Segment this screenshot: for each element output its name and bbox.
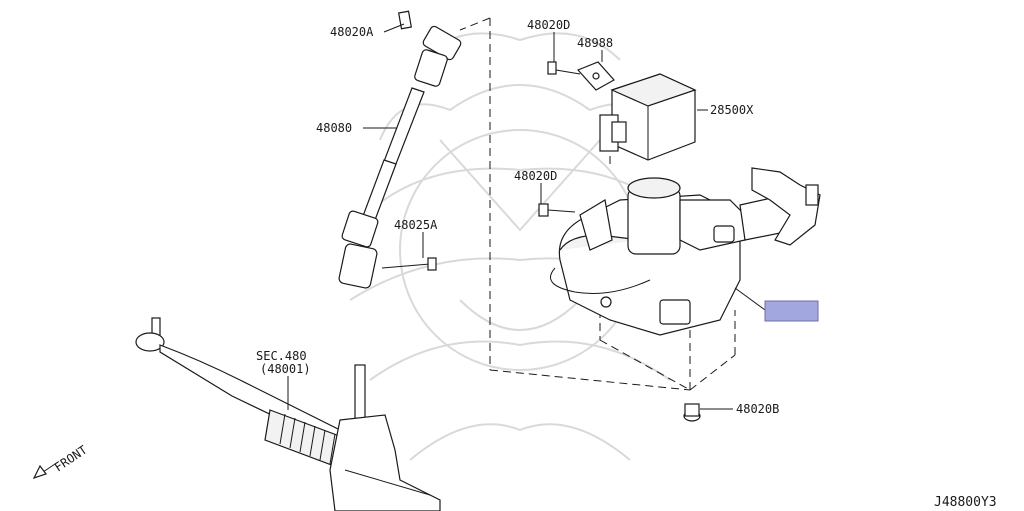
label-section-ref: SEC.480 [256, 349, 307, 363]
label-48025a: 48025A [394, 218, 438, 232]
diagram-code: J48800Y3 [934, 495, 997, 510]
label-section-ref-number: (48001) [260, 362, 311, 376]
label-48020d-top: 48020D [527, 18, 570, 32]
label-28500x: 28500X [710, 103, 754, 117]
rack-boot-ribs [279, 413, 336, 465]
label-48988: 48988 [577, 36, 613, 50]
steering-rack [135, 317, 441, 511]
assembly-dashed-lines [459, 17, 736, 391]
steering-column [550, 167, 821, 336]
highlighted-part-callout[interactable] [764, 300, 819, 322]
intermediate-shaft [338, 10, 462, 289]
label-48020b: 48020B [736, 402, 779, 416]
front-label: FRONT [52, 443, 90, 475]
label-48020a: 48020A [330, 25, 374, 39]
fasteners [538, 203, 701, 422]
label-48080: 48080 [316, 121, 352, 135]
leader-lines [287, 23, 766, 410]
label-48020d-mid: 48020D [514, 169, 557, 183]
front-direction-arrow: FRONT [32, 443, 90, 480]
control-unit [547, 61, 697, 161]
